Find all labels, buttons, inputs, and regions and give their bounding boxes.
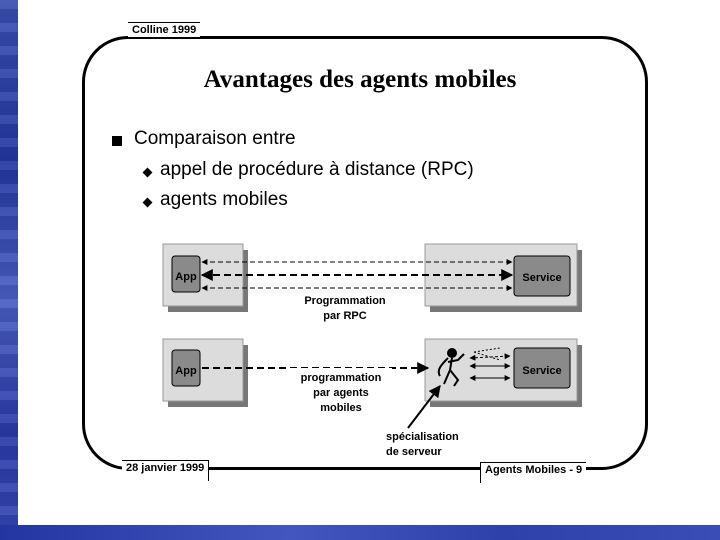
- local-call-dotted: [473, 351, 501, 361]
- specialization-pointer: [407, 385, 441, 429]
- bullet-sub-1: appel de procédure à distance (RPC): [160, 159, 474, 180]
- agent-app-label: App: [175, 365, 197, 377]
- agent-service-label: Service: [522, 365, 561, 377]
- bottom-decor-band: [0, 525, 720, 540]
- server-caption-line1: spécialisation: [386, 431, 459, 443]
- bullet-sub-2: agents mobiles: [160, 189, 288, 210]
- slide-frame: [82, 36, 648, 470]
- mobile-agent-icon: [437, 348, 465, 387]
- rpc-caption-bg: [296, 293, 394, 323]
- footer-date: 28 janvier 1999: [122, 460, 210, 481]
- rpc-service-label: Service: [522, 272, 561, 284]
- agent-caption-line3: mobiles: [320, 402, 362, 414]
- rpc-caption-line2: par RPC: [323, 310, 366, 322]
- rpc-app-box: [171, 255, 201, 293]
- server-caption-line2: de serveur: [386, 446, 442, 458]
- square-bullet-icon: [112, 136, 122, 146]
- rpc-service-box: [513, 255, 571, 297]
- agent-caption-bg: [290, 368, 392, 414]
- footer-page: Agents Mobiles - 9: [480, 462, 587, 483]
- agent-caption-line2: par agents: [313, 387, 369, 399]
- local-call-dotted: [473, 347, 501, 353]
- rpc-app-label: App: [175, 271, 197, 283]
- left-decor-band: [0, 0, 18, 540]
- agent-caption-line1: programmation: [301, 372, 382, 384]
- agent-app-box: [171, 349, 201, 387]
- rpc-caption-line1: Programmation: [304, 295, 386, 307]
- slide-title: Avantages des agents mobiles: [203, 66, 517, 93]
- bullet-main: Comparaison entre: [134, 128, 296, 149]
- header-label: Colline 1999: [128, 22, 201, 37]
- agent-service-box: [513, 347, 571, 389]
